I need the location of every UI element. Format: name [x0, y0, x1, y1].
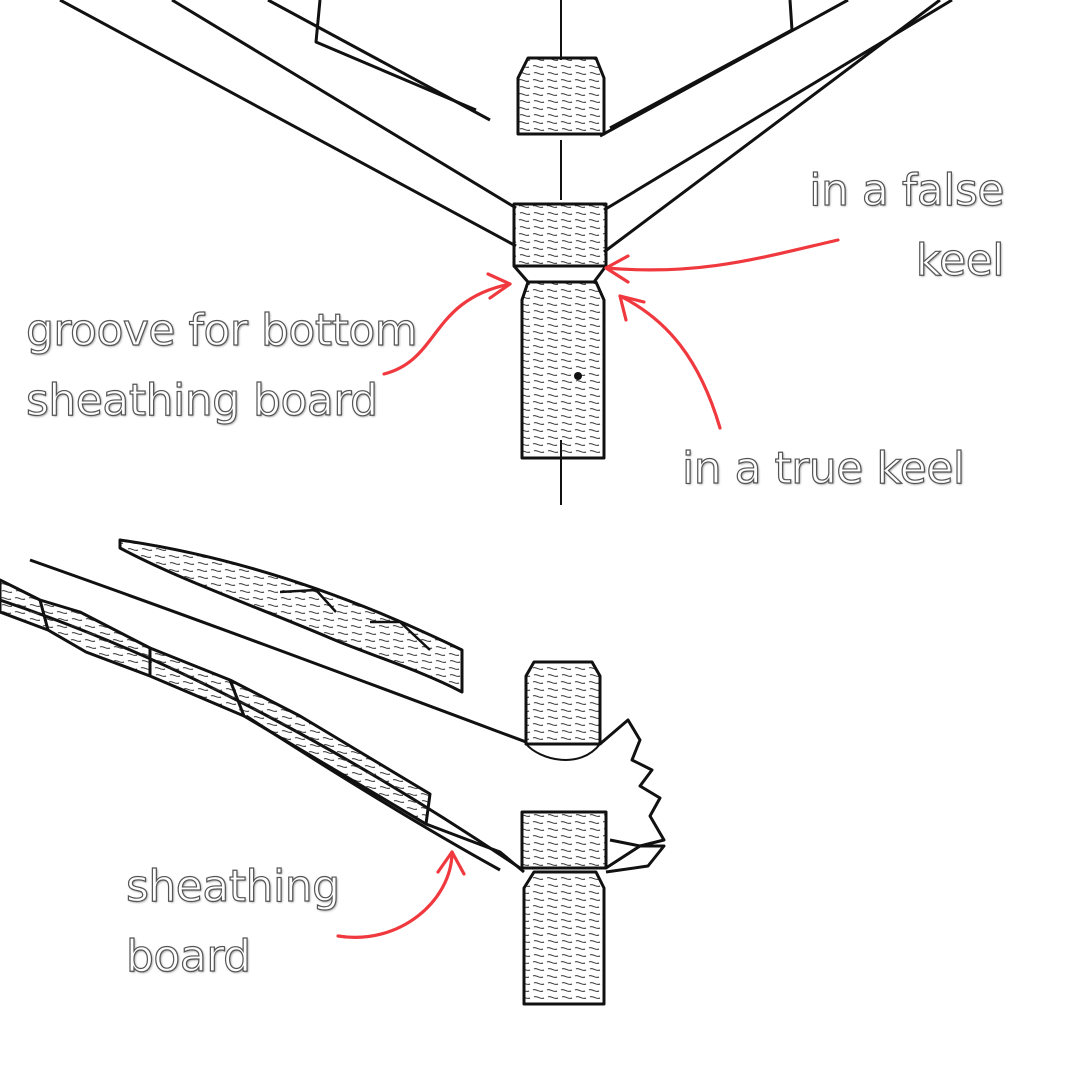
label-groove: groove for bottom sheathing board: [25, 296, 418, 436]
label-true-keel: in a true keel: [681, 434, 965, 504]
arrow-false-keel: [604, 238, 840, 272]
label-true-keel-line1: in a true keel: [681, 442, 965, 494]
label-sheathing-line1: sheathing: [125, 860, 340, 912]
garboard-strake: [605, 844, 666, 874]
annotation-arrows: [336, 238, 840, 939]
keel-groove: [512, 265, 608, 283]
label-groove-line1: groove for bottom: [25, 304, 418, 356]
top-cross-section: [59, 0, 953, 505]
broken-frame-edge: [599, 718, 666, 848]
label-groove-line2: sheathing board: [25, 374, 378, 426]
bottom-true-keel-block: [522, 870, 606, 1006]
label-sheathing-line2: board: [125, 930, 251, 982]
frame-inner-left: [59, 0, 517, 248]
label-false-keel: in a false keel: [809, 156, 1005, 296]
label-false-keel-line2: keel: [915, 234, 1005, 286]
bottom-false-keel-block: [520, 810, 608, 870]
frame-inner-right: [603, 0, 941, 254]
clinker-planks: [0, 578, 432, 826]
frame-lower-edge: [29, 558, 527, 744]
sheathing-board-line: [245, 714, 501, 872]
ceiling-planks: [118, 538, 464, 694]
frame-outer-left: [171, 0, 517, 210]
bottom-keelson-block: [524, 660, 602, 746]
arrow-groove: [382, 282, 512, 376]
label-false-keel-line1: in a false: [809, 164, 1005, 216]
bottom-cross-section: [0, 538, 666, 1006]
arrow-true-keel: [618, 294, 722, 430]
keelson-block: [516, 56, 606, 136]
arrow-sheathing-board: [336, 850, 454, 939]
true-keel-block: [520, 280, 606, 460]
label-sheathing-board: sheathing board: [125, 852, 340, 992]
false-keel-block: [512, 202, 608, 268]
floor-timber-top: [314, 0, 477, 112]
